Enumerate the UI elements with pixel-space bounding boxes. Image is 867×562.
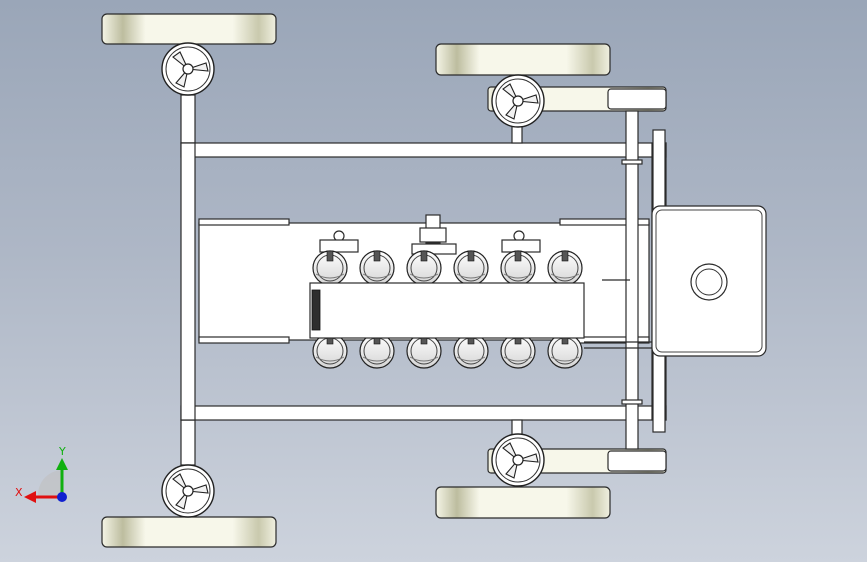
wheel-rear-right[interactable] [435,486,611,519]
hub-front-left[interactable] [161,42,215,96]
y-axis-label: Y [58,445,66,458]
battery-box[interactable] [651,205,767,357]
z-axis-dot [57,492,67,502]
strut-upper-left [180,94,196,144]
hub-rear-left[interactable] [161,464,215,518]
hub-rear-right[interactable] [491,433,545,487]
x-axis-label: X [15,486,23,499]
wheel-front-right[interactable] [435,43,611,76]
wheel-front-left[interactable] [101,13,277,45]
x-axis-arrow [24,491,36,503]
orientation-triad: Y X [15,445,68,503]
motor-block[interactable] [309,214,652,369]
y-axis-arrow [56,458,68,470]
hub-front-right[interactable] [491,74,545,128]
wheel-rear-left[interactable] [101,516,277,548]
strut-lower-left [180,419,196,466]
